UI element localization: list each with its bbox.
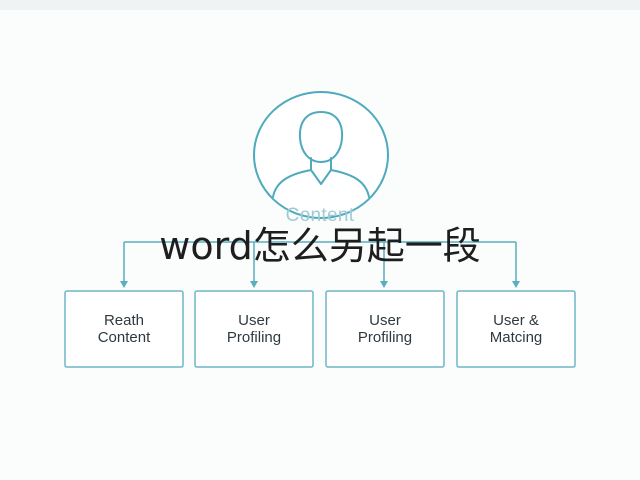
node-box-4: [456, 290, 576, 368]
node-boxes: [64, 290, 576, 368]
arrowheads: [120, 281, 520, 288]
overlay-title: word怎么另起一段: [159, 224, 481, 268]
node-box-2: [194, 290, 314, 368]
user-avatar-icon: [272, 111, 370, 198]
node-label-1: Reath Content: [97, 312, 151, 346]
top-band: [0, 0, 640, 10]
node-label-2: User Profiling: [226, 312, 282, 346]
node-label-3: User Profiling: [357, 312, 413, 346]
root-node: [253, 91, 389, 219]
arrow-head-4: [512, 281, 520, 288]
root-circle: [253, 91, 389, 219]
arrow-head-1: [120, 281, 128, 288]
arrow-head-3: [380, 281, 388, 288]
root-label: Content: [285, 205, 355, 226]
node-label-4: User & Matcing: [489, 312, 543, 346]
connectors: [123, 241, 517, 282]
arrow-head-2: [250, 281, 258, 288]
node-box-3: [325, 290, 445, 368]
node-box-1: [64, 290, 184, 368]
